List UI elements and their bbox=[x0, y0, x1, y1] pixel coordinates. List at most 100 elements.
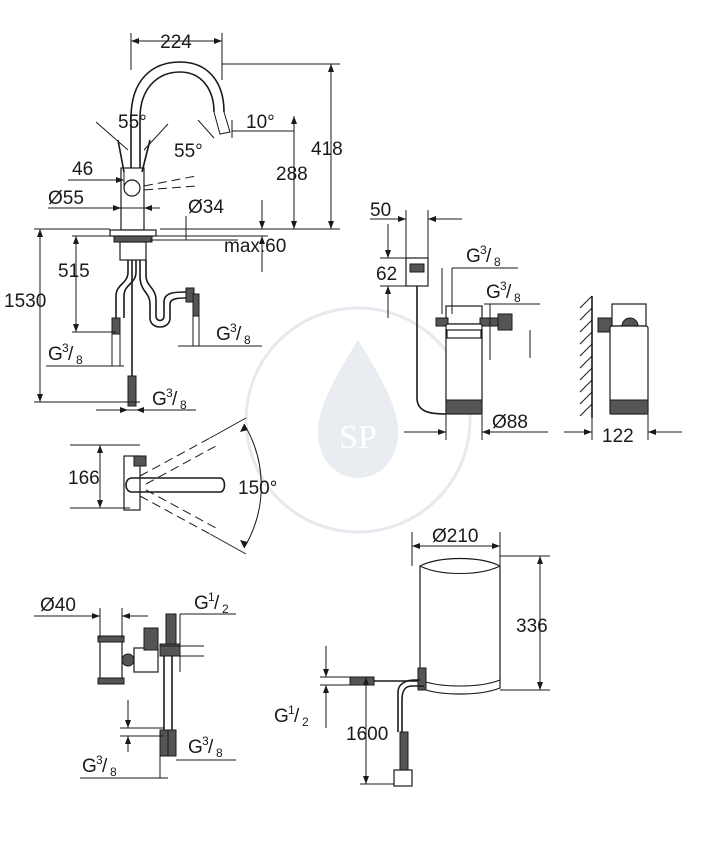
svg-text:/: / bbox=[506, 282, 512, 303]
hose-connector-left bbox=[111, 317, 121, 335]
svg-text:/: / bbox=[214, 593, 220, 614]
spout-swing-down bbox=[139, 495, 211, 535]
swivel-arc bbox=[243, 423, 262, 549]
svg-text:3: 3 bbox=[500, 279, 507, 293]
valve-tee bbox=[133, 647, 159, 673]
water-drop-icon bbox=[318, 340, 398, 478]
svg-text:8: 8 bbox=[244, 333, 251, 347]
boiler-inlet-connector bbox=[349, 676, 375, 686]
dim-supply-length: 515 bbox=[58, 261, 90, 282]
boiler-view: Ø210 336 G 1 / 2 1600 bbox=[274, 526, 550, 787]
svg-text:/: / bbox=[172, 389, 178, 410]
dim-spout-height: 288 bbox=[276, 164, 308, 185]
spout-inner bbox=[139, 71, 215, 190]
svg-text:3: 3 bbox=[96, 753, 103, 767]
label-g38-right: G 3 / 8 bbox=[216, 321, 251, 347]
mounting-nut bbox=[119, 241, 147, 261]
label-filter-g38-b: G 3 / 8 bbox=[486, 279, 521, 305]
svg-text:8: 8 bbox=[494, 255, 501, 269]
svg-text:8: 8 bbox=[110, 765, 117, 779]
boiler-plug bbox=[393, 769, 413, 787]
svg-text:/: / bbox=[236, 324, 242, 345]
dim-boiler-diameter: Ø210 bbox=[432, 526, 478, 547]
valve-body bbox=[99, 637, 123, 683]
watermark-letters: SP bbox=[339, 419, 377, 456]
svg-text:G: G bbox=[486, 282, 501, 303]
svg-text:G: G bbox=[152, 389, 167, 410]
dim-max-thickness: max.60 bbox=[224, 236, 286, 257]
svg-text:8: 8 bbox=[76, 353, 83, 367]
svg-text:2: 2 bbox=[222, 602, 229, 616]
swivel-top-view: 150° 166 bbox=[68, 417, 277, 555]
dim-filter-width: 50 bbox=[370, 200, 391, 221]
dim-lever-angle-side: 55° bbox=[174, 141, 203, 162]
supply-hose-left bbox=[115, 260, 129, 318]
dim-lever-offset: 46 bbox=[72, 159, 93, 180]
svg-text:1: 1 bbox=[208, 590, 215, 604]
dim-swivel-depth: 166 bbox=[68, 468, 100, 489]
label-valve-g38-a: G 3 / 8 bbox=[188, 734, 223, 760]
svg-text:3: 3 bbox=[480, 243, 487, 257]
filter-side-view: 122 bbox=[564, 295, 682, 447]
dim-base-diameter: Ø55 bbox=[48, 188, 84, 209]
wall-hatch bbox=[579, 295, 593, 417]
spout-outlet bbox=[213, 111, 231, 135]
svg-text:G: G bbox=[82, 756, 97, 777]
dim-boiler-hose: 1600 bbox=[346, 724, 388, 745]
svg-text:/: / bbox=[208, 737, 214, 758]
svg-text:8: 8 bbox=[180, 398, 187, 412]
base-plate bbox=[109, 229, 157, 237]
faucet-top-body bbox=[123, 455, 141, 511]
svg-text:/: / bbox=[294, 706, 300, 727]
dim-wall-offset: 122 bbox=[602, 426, 634, 447]
filter-head bbox=[445, 305, 483, 325]
filter-front-view: 50 62 G 3 / 8 G 3 / 8 Ø88 bbox=[370, 200, 548, 440]
svg-text:3: 3 bbox=[230, 321, 237, 335]
dim-filter-diameter: Ø88 bbox=[492, 412, 528, 433]
spout-top bbox=[125, 477, 226, 493]
svg-text:3: 3 bbox=[166, 386, 173, 400]
dim-filter-head: 62 bbox=[376, 264, 397, 285]
label-g38-bottom: G 3 / 8 bbox=[152, 386, 187, 412]
svg-text:8: 8 bbox=[514, 291, 521, 305]
svg-text:G: G bbox=[188, 737, 203, 758]
svg-text:G: G bbox=[466, 246, 481, 267]
dim-spout-angle: 10° bbox=[246, 112, 275, 133]
dim-boiler-height: 336 bbox=[516, 616, 548, 637]
watermark: SP bbox=[244, 306, 472, 534]
svg-text:G: G bbox=[48, 344, 63, 365]
svg-text:/: / bbox=[68, 344, 74, 365]
svg-text:/: / bbox=[102, 756, 108, 777]
svg-text:/: / bbox=[486, 246, 492, 267]
svg-text:2: 2 bbox=[302, 715, 309, 729]
boiler-hose bbox=[401, 685, 424, 732]
dim-hose-length: 1530 bbox=[4, 291, 46, 312]
main-hose-connector bbox=[127, 375, 137, 407]
valve-assembly: Ø40 G 1 / 2 G 3 / 8 G 3 / 8 bbox=[34, 590, 236, 779]
dim-hole-diameter: Ø34 bbox=[188, 197, 224, 218]
lever-pivot bbox=[123, 179, 141, 197]
dim-lever-angle-top: 55° bbox=[118, 112, 147, 133]
filter-cable bbox=[416, 286, 447, 415]
spout-swing-up bbox=[139, 437, 211, 477]
supply-hose-right bbox=[139, 260, 187, 328]
boiler-tank bbox=[419, 557, 501, 695]
svg-text:G: G bbox=[216, 324, 231, 345]
dim-total-height: 418 bbox=[311, 139, 343, 160]
svg-text:G: G bbox=[274, 706, 289, 727]
label-g38-left: G 3 / 8 bbox=[48, 341, 83, 367]
dim-swivel-angle: 150° bbox=[238, 478, 277, 499]
svg-text:8: 8 bbox=[216, 746, 223, 760]
spout-outer bbox=[130, 61, 225, 190]
label-boiler-g12: G 1 / 2 bbox=[274, 703, 309, 729]
svg-text:1: 1 bbox=[288, 703, 295, 717]
label-valve-g12: G 1 / 2 bbox=[194, 590, 229, 616]
dim-valve-diameter: Ø40 bbox=[40, 595, 76, 616]
faucet-front-view: 224 55° 10° 55° 418 288 46 Ø55 Ø34 bbox=[4, 32, 343, 413]
svg-text:3: 3 bbox=[62, 341, 69, 355]
valve-angle-stop bbox=[143, 627, 159, 651]
label-filter-g38-a: G 3 / 8 bbox=[466, 243, 501, 269]
filter-valve bbox=[497, 313, 513, 331]
dim-faucet-width: 224 bbox=[160, 32, 192, 53]
